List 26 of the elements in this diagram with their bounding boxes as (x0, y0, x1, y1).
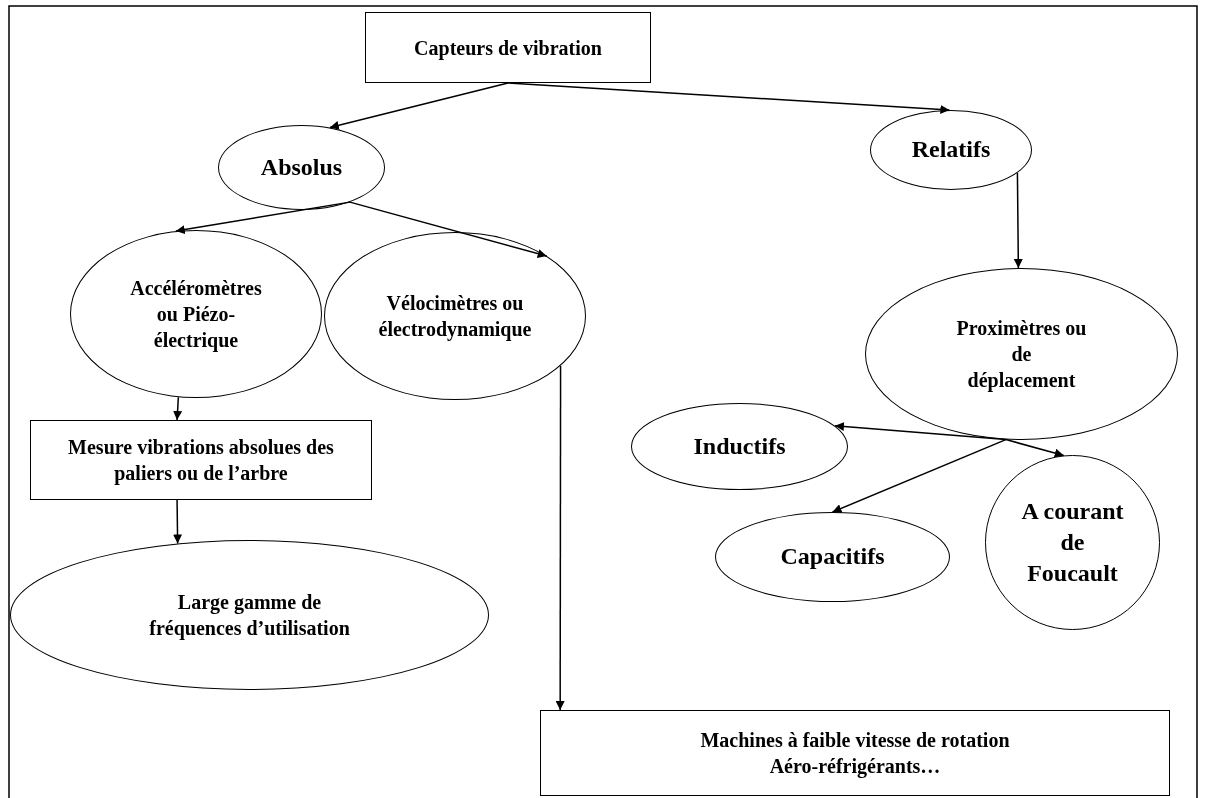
arrow (329, 82, 509, 130)
arrow (1013, 172, 1023, 269)
arrow (507, 82, 951, 114)
node-label: Proximètres ou de déplacement (955, 316, 1088, 393)
arrow (831, 438, 1007, 513)
node-label: Mesure vibrations absolues des paliers ou de l’arbre (67, 435, 335, 486)
node-label: Relatifs (910, 135, 992, 165)
node-label: A courant de Foucault (1020, 496, 1125, 589)
node-label: Capteurs de vibration (413, 35, 603, 61)
node-label: Machines à faible vitesse de rotation Aéro-réfrigérants… (699, 728, 1011, 779)
arrow (834, 422, 1007, 441)
node-label: Absolus (259, 152, 344, 182)
arrow (1005, 438, 1065, 458)
arrow (175, 201, 351, 235)
arrow (555, 364, 565, 711)
label-box (365, 12, 651, 83)
arrow (349, 201, 548, 258)
label-box (540, 710, 1170, 796)
node-label: Capacitifs (779, 542, 886, 572)
arrow (173, 396, 183, 421)
node-label: Accéléromètres ou Piézo-électrique (129, 276, 263, 353)
node-label: Large gamme de fréquences d’utilisation (148, 590, 351, 641)
label-box (30, 420, 372, 500)
arrow (173, 499, 183, 545)
node-label: Inductifs (692, 431, 787, 461)
node-label: Vélocimètres ou électrodynamique (378, 291, 532, 342)
